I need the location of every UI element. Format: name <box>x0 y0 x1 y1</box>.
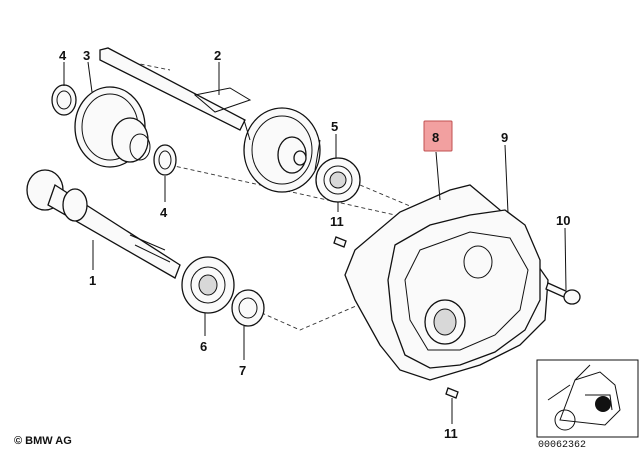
callout-9: 9 <box>501 130 508 145</box>
part-1-input-shaft <box>26 169 181 279</box>
part-11-dowel-upper <box>333 236 347 248</box>
callout-11-upper: 11 <box>330 214 344 229</box>
part-4-washer-lower <box>153 144 177 176</box>
callout-8: 8 <box>432 130 439 145</box>
callout-3: 3 <box>83 48 90 63</box>
callout-7: 7 <box>239 363 246 378</box>
leader-lines <box>63 61 567 424</box>
part-11-dowel-lower <box>445 387 459 399</box>
copyright-text: © BMW AG <box>14 435 72 447</box>
image-reference-number: 00062362 <box>538 440 586 451</box>
part-9-transmission-cover <box>387 209 541 369</box>
part-2-output-shaft <box>99 47 321 193</box>
part-4-washer-upper <box>51 84 77 116</box>
callout-2: 2 <box>214 48 221 63</box>
callout-1: 1 <box>89 273 96 288</box>
part-10-bolt <box>545 282 581 305</box>
callout-10: 10 <box>556 213 570 228</box>
part-8-highlight <box>423 120 453 152</box>
callout-5: 5 <box>331 119 338 134</box>
scooter-inset <box>536 359 639 438</box>
part-6-bearing <box>181 256 235 314</box>
callout-4-upper: 4 <box>59 48 67 63</box>
callout-11-lower: 11 <box>444 426 458 441</box>
part-7-seal <box>231 289 265 327</box>
part-3-gear <box>74 86 151 168</box>
part-5-bearing <box>315 157 361 203</box>
callout-6: 6 <box>200 339 207 354</box>
callout-4-lower: 4 <box>160 205 168 220</box>
